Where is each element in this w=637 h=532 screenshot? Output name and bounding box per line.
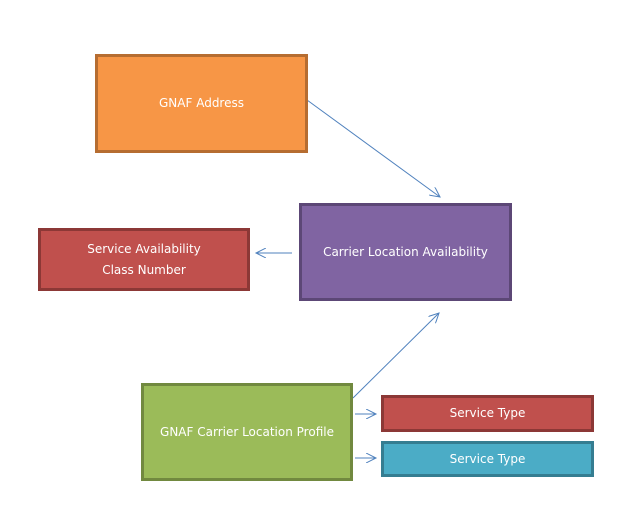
node-label: GNAF Carrier Location Profile [160,424,334,439]
arrow-profile-to-carrier-location [352,313,439,399]
node-carrier-location-availability[interactable]: Carrier Location Availability [299,203,512,301]
node-label-line-1: Service Availability [87,241,201,256]
node-label-line-2: Class Number [102,262,186,277]
node-service-type-blue[interactable]: Service Type [381,441,594,477]
node-label: Service Type [449,406,526,420]
node-label: Carrier Location Availability [323,244,488,259]
node-gnaf-carrier-location-profile[interactable]: GNAF Carrier Location Profile [141,383,353,481]
node-service-type-red[interactable]: Service Type [381,395,594,432]
arrow-gnaf-address-to-carrier-location [306,99,440,197]
node-service-availability-class-number[interactable]: Service Availability Class Number [38,228,250,291]
node-label: Service Type [449,451,526,466]
node-label: GNAF Address [159,96,244,110]
node-gnaf-address[interactable]: GNAF Address [95,54,308,153]
